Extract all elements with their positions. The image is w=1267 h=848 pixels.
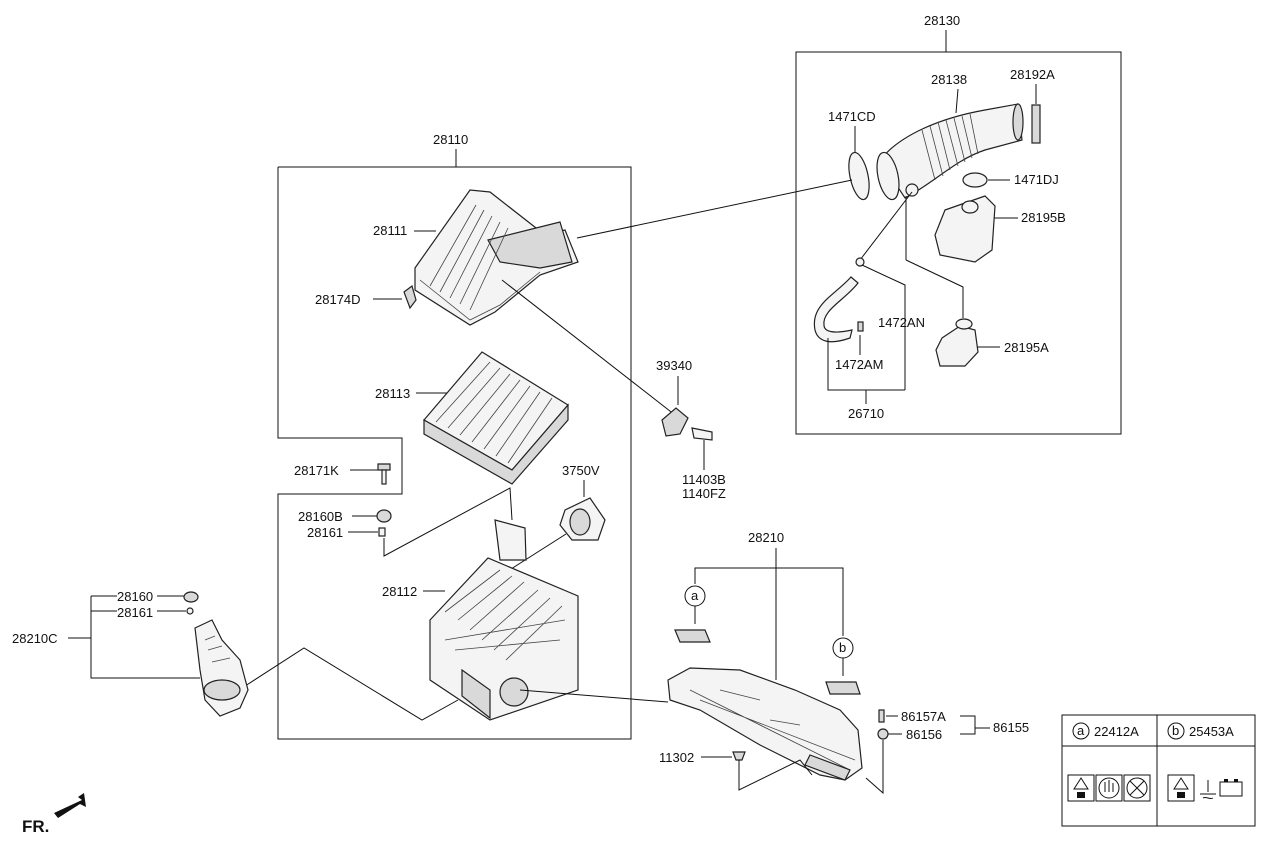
leader-cover-to-39340	[501, 279, 676, 416]
label-28192A: 28192A	[1010, 67, 1055, 82]
label-28210: 28210	[748, 530, 784, 545]
part-28111-cover	[414, 189, 579, 326]
part-28113-filter	[423, 351, 569, 485]
leader-86156-to-duct	[865, 740, 884, 795]
front-arrow-icon	[54, 793, 86, 818]
label-26710: 26710	[848, 406, 884, 421]
label-1471DJ: 1471DJ	[1014, 172, 1059, 187]
label-sticker-b	[825, 681, 861, 695]
warning-icon	[1167, 774, 1195, 802]
coolant-level-icon	[1200, 780, 1216, 800]
part-1471DJ-clamp	[962, 172, 988, 188]
label-3750V: 3750V	[562, 463, 600, 478]
label-11302: 11302	[659, 750, 694, 765]
legend-b-part: 25453A	[1189, 724, 1234, 739]
part-28195A-resonator	[935, 318, 979, 367]
leader-28210C-bracket	[90, 596, 200, 679]
legend-b-letter: b	[1172, 723, 1179, 738]
part-86157A-bolt	[878, 709, 885, 723]
part-11302-bolt	[732, 751, 746, 761]
label-28161-top: 28161	[307, 525, 343, 540]
legend-a-part: 22412A	[1094, 724, 1139, 739]
part-1472AN-nipple	[855, 257, 865, 267]
part-1471CD-clamp	[848, 151, 870, 201]
legend-table: a 22412A b 25453A	[1061, 714, 1256, 827]
label-28110: 28110	[433, 132, 468, 147]
part-28171K-bolt	[377, 463, 391, 485]
label-28160B: 28160B	[298, 509, 343, 524]
label-1472AM: 1472AM	[835, 357, 883, 372]
label-11403B: 11403B	[682, 472, 726, 487]
legend-a-circle	[1072, 722, 1090, 740]
part-28138-hose	[876, 103, 1024, 201]
part-28160B-grommet	[376, 509, 392, 523]
part-28192A	[1031, 104, 1041, 144]
label-28113: 28113	[375, 386, 410, 401]
label-sticker-a	[674, 629, 711, 643]
label-39340: 39340	[656, 358, 692, 373]
legend-a-letter: a	[1077, 723, 1085, 738]
part-28210-air-duct	[667, 667, 863, 781]
leader-26710-bracket	[827, 338, 905, 391]
group-box-28130	[795, 51, 1122, 435]
part-86156-nut	[877, 728, 889, 740]
label-28174D: 28174D	[315, 292, 361, 307]
label-28112: 28112	[382, 584, 417, 599]
part-3750V-sensor	[559, 497, 606, 541]
leader-28138	[955, 88, 959, 114]
part-28160-grommet	[183, 591, 199, 603]
label-28130: 28130	[924, 13, 960, 28]
part-26710-hose	[813, 276, 859, 343]
legend-b-circle	[1167, 722, 1185, 740]
label-28111: 28111	[373, 223, 407, 238]
group-box-28110	[277, 166, 632, 740]
label-28210C: 28210C	[12, 631, 58, 646]
callout-b-letter: b	[839, 640, 846, 655]
leader-11302-to-duct	[738, 759, 813, 791]
label-86156: 86156	[906, 727, 942, 742]
part-28210C-duct	[194, 619, 249, 717]
part-39340-bracket	[661, 407, 689, 437]
part-28174D-clip	[403, 284, 417, 310]
label-28160: 28160	[117, 589, 153, 604]
label-1472AN: 1472AN	[878, 315, 925, 330]
label-1140FZ: 1140FZ	[682, 486, 726, 501]
label-86157A: 86157A	[901, 709, 946, 724]
part-28161-top	[378, 527, 386, 537]
label-28161-left: 28161	[117, 605, 153, 620]
part-28161-left	[186, 607, 194, 615]
label-28195A: 28195A	[1004, 340, 1049, 355]
leader-1472AN	[861, 264, 906, 390]
label-28195B: 28195B	[1021, 210, 1066, 225]
leader-case-to-28210	[519, 689, 669, 703]
part-1472AM-clip	[857, 321, 864, 332]
leader-28161-to-case	[383, 487, 513, 557]
label-28138: 28138	[931, 72, 967, 87]
front-direction-label: FR.	[22, 817, 49, 836]
no-hand-icon	[1095, 774, 1123, 802]
label-1471CD: 1471CD	[828, 109, 876, 124]
no-fire-icon	[1123, 774, 1151, 802]
part-28112-lower-case	[429, 519, 579, 721]
warning-icon	[1067, 774, 1095, 802]
label-86155: 86155	[993, 720, 1029, 735]
part-28195B-resonator	[934, 195, 996, 263]
leader-duct-to-hose	[576, 179, 853, 239]
leader-hose-to-1472AN	[859, 191, 913, 261]
leader-28210C-to-case	[241, 647, 459, 721]
leader-86155-bracket	[960, 715, 976, 735]
battery-icon	[1219, 779, 1243, 797]
part-11403B-bolt	[691, 427, 713, 441]
label-28171K: 28171K	[294, 463, 339, 478]
leader-hose-to-28195A	[905, 259, 964, 318]
callout-a-letter: a	[691, 588, 699, 603]
leader-28210-bracket	[694, 567, 844, 636]
